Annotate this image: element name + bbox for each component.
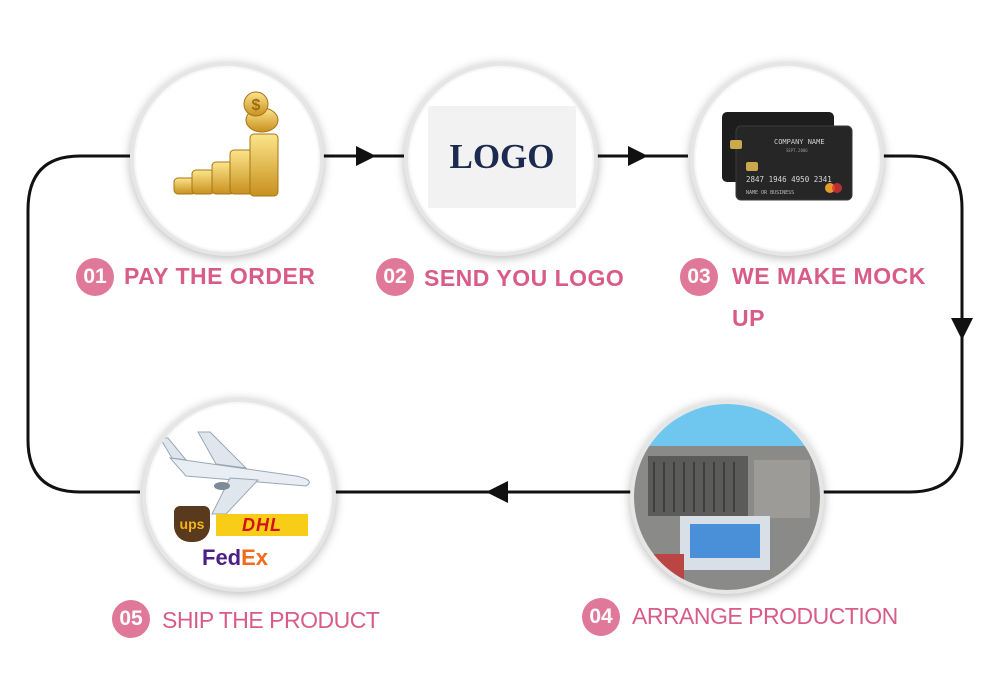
card-company: COMPANY NAME bbox=[774, 138, 825, 146]
step-2-circle: LOGO bbox=[404, 62, 598, 256]
svg-text:$: $ bbox=[252, 97, 261, 114]
logo-text: LOGO bbox=[449, 137, 554, 177]
step-5-label: SHIP THE PRODUCT bbox=[162, 600, 379, 640]
arrow-down bbox=[951, 318, 973, 340]
step-2-label: SEND YOU LOGO bbox=[424, 258, 624, 298]
step-4-circle bbox=[630, 400, 824, 594]
card-number: 2847 1946 4950 2341 bbox=[746, 175, 832, 184]
arrow-right-1 bbox=[356, 146, 376, 166]
step-3-circle: COMPANY NAME SEPT.2006 2847 1946 4950 23… bbox=[690, 62, 884, 256]
fedex-logo: FedEx bbox=[202, 545, 268, 571]
step-1-circle: $ bbox=[130, 62, 324, 256]
step-5-circle: ups DHL FedEx bbox=[142, 398, 336, 592]
step-3-label-line1: WE MAKE MOCK bbox=[732, 256, 926, 296]
fedex-ex: Ex bbox=[241, 545, 268, 570]
step-4-number: 04 bbox=[582, 598, 620, 636]
gold-coins-icon: $ bbox=[134, 66, 320, 252]
loop-path bbox=[28, 156, 140, 492]
step-5-number: 05 bbox=[112, 600, 150, 638]
fedex-fed: Fed bbox=[202, 545, 241, 570]
step-2-number: 02 bbox=[376, 258, 414, 296]
dhl-logo: DHL bbox=[216, 514, 308, 536]
step-4-label: ARRANGE PRODUCTION bbox=[632, 596, 898, 636]
step-3-number: 03 bbox=[680, 258, 718, 296]
step-1-label: PAY THE ORDER bbox=[124, 256, 315, 296]
ups-logo: ups bbox=[174, 506, 210, 542]
card-name: NAME OR BUSINESS bbox=[746, 190, 794, 196]
printing-machine-icon bbox=[634, 404, 820, 590]
arrow-right-2 bbox=[628, 146, 648, 166]
step-3-label-line2: UP bbox=[732, 298, 765, 338]
card-subtitle: SEPT.2006 bbox=[786, 148, 808, 153]
business-card-icon: COMPANY NAME SEPT.2006 2847 1946 4950 23… bbox=[694, 66, 880, 252]
arrow-left bbox=[486, 481, 508, 503]
logo-card-icon: LOGO bbox=[428, 106, 576, 208]
step-1-number: 01 bbox=[76, 258, 114, 296]
